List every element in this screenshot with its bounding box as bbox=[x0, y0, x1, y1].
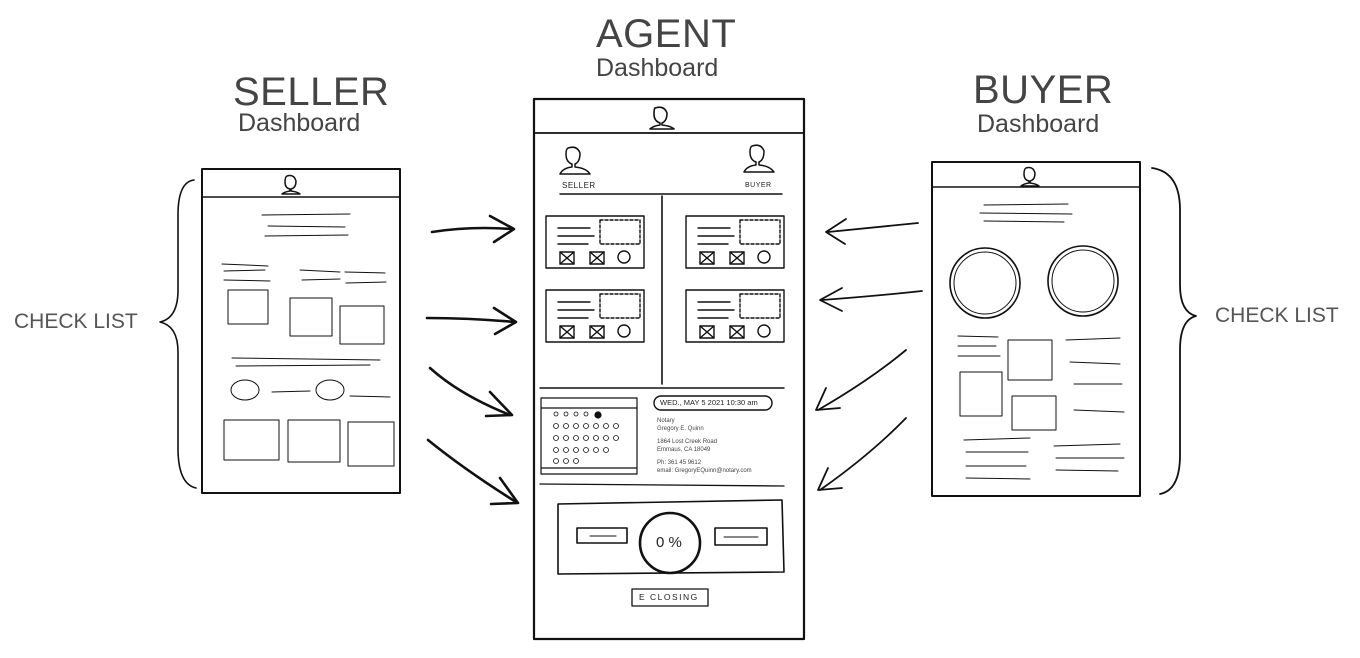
arrow-seller-3 bbox=[428, 366, 512, 417]
appointment-details: Notary Gregory E. Quinn 1864 Lost Creek … bbox=[657, 418, 752, 475]
arrow-buyer-4 bbox=[819, 417, 907, 491]
seller-content-sketch bbox=[221, 213, 395, 467]
e-closing-button-frame bbox=[631, 588, 709, 607]
buyer-subtitle: Dashboard bbox=[977, 110, 1100, 138]
agent-buyer-label: BUYER bbox=[745, 182, 772, 189]
arrow-seller-2 bbox=[425, 316, 517, 324]
seller-checklist-brace bbox=[159, 179, 197, 489]
arrow-buyer-3 bbox=[817, 349, 907, 411]
arrow-seller-1 bbox=[430, 226, 514, 234]
agent-seller-card-1 bbox=[545, 215, 645, 269]
agent-seller-card-2 bbox=[545, 289, 645, 343]
agent-phone-frame bbox=[532, 97, 806, 641]
buyer-content-sketch bbox=[949, 203, 1125, 480]
seller-subtitle: Dashboard bbox=[238, 109, 361, 137]
agent-user-icon bbox=[649, 106, 675, 130]
progress-ring bbox=[638, 511, 702, 575]
arrow-buyer-1 bbox=[827, 222, 919, 233]
progress-percent: 0 % bbox=[656, 534, 682, 551]
notary-email: email: GregoryEQuinn@notary.com bbox=[657, 467, 752, 474]
arrow-buyer-2 bbox=[821, 290, 923, 301]
buyer-user-icon bbox=[1020, 166, 1040, 187]
seller-user-icon bbox=[281, 174, 301, 195]
buyer-arrows bbox=[815, 218, 923, 491]
appointment-datetime[interactable]: WED., MAY 5 2021 10:30 am bbox=[660, 398, 758, 407]
appointment-datetime-pill bbox=[653, 395, 773, 411]
notary-address-line2: Emmaus, CA 18049 bbox=[657, 446, 711, 453]
arrow-seller-4 bbox=[426, 438, 518, 504]
buyer-checklist-brace bbox=[1151, 167, 1197, 495]
agent-title: AGENT bbox=[596, 12, 737, 56]
agent-buyer-card-2 bbox=[685, 289, 785, 343]
buyer-phone-frame bbox=[931, 161, 1141, 497]
agent-subtitle: Dashboard bbox=[596, 54, 719, 82]
agent-buyer-avatar-icon bbox=[743, 144, 775, 173]
seller-arrows bbox=[425, 214, 520, 506]
seller-phone-frame bbox=[201, 168, 401, 494]
buyer-checklist-label: CHECK LIST bbox=[1215, 304, 1339, 327]
agent-seller-label: SELLER bbox=[562, 181, 596, 190]
agent-calendar-icon bbox=[540, 397, 638, 475]
agent-progress-panel bbox=[557, 499, 785, 575]
notary-address-line1: 1864 Lost Creek Road bbox=[657, 439, 718, 445]
notary-phone: Ph: 361 45 9612 bbox=[657, 460, 702, 466]
e-closing-button[interactable]: E CLOSING bbox=[639, 592, 699, 602]
seller-checklist-label: CHECK LIST bbox=[14, 310, 138, 333]
notary-role: Notary bbox=[657, 418, 675, 424]
agent-seller-avatar-icon bbox=[559, 146, 591, 175]
buyer-title: BUYER bbox=[973, 68, 1114, 112]
seller-title: SELLER bbox=[233, 70, 390, 114]
agent-buyer-card-1 bbox=[685, 215, 785, 269]
notary-name: Gregory E. Quinn bbox=[657, 425, 704, 432]
